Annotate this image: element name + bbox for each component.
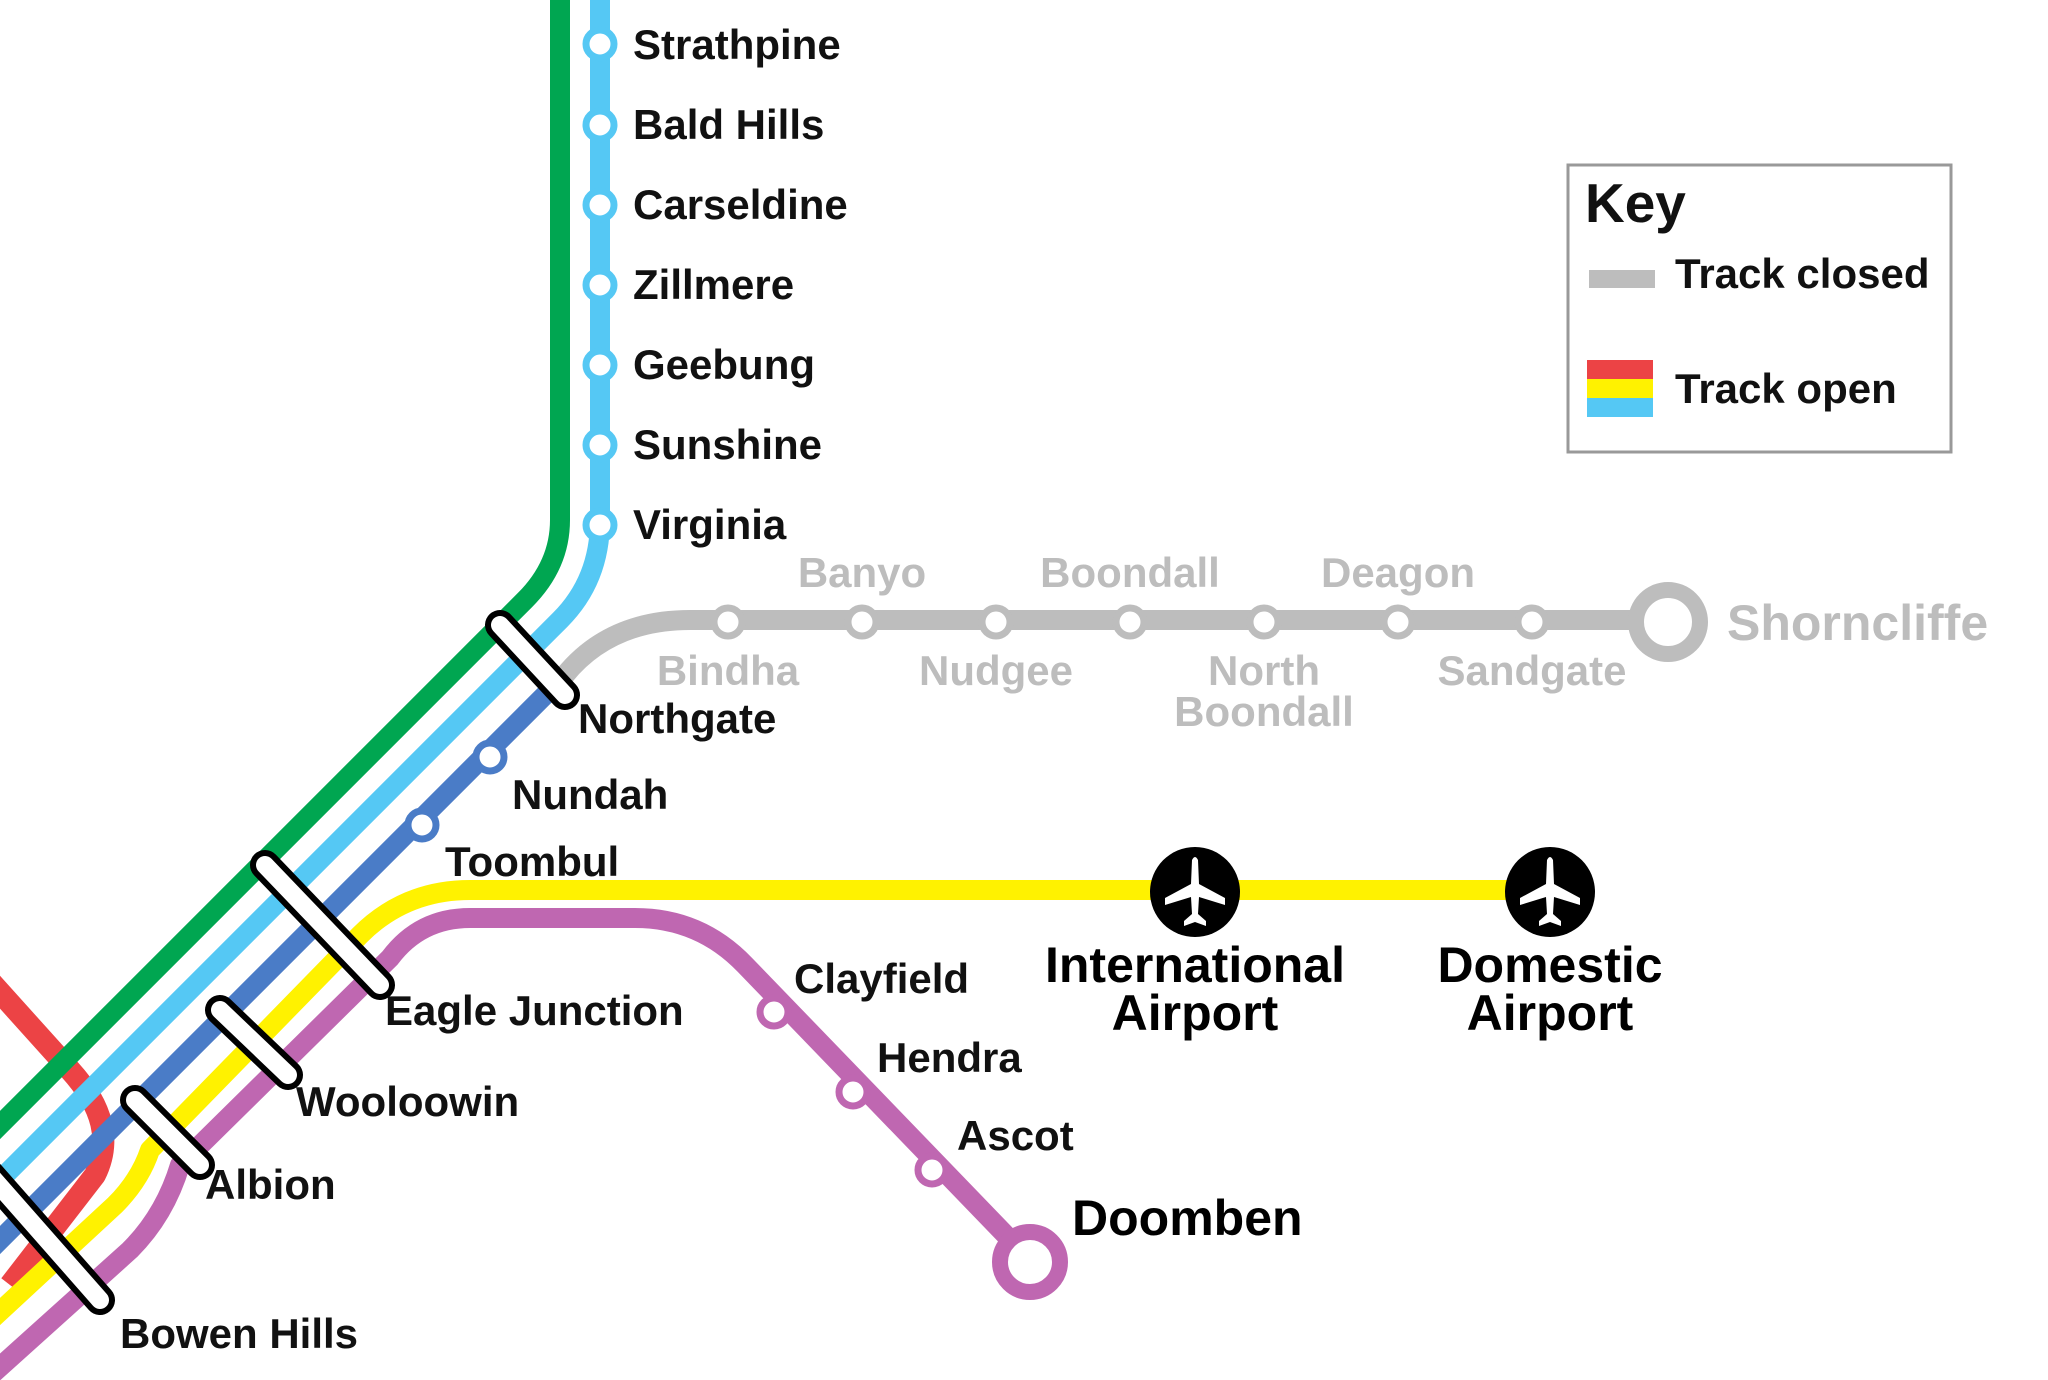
stop-doomben-terminus [992, 1224, 1068, 1300]
stop-virginia [582, 507, 618, 543]
label-sandgate: Sandgate [1437, 647, 1626, 694]
label-deagon: Deagon [1321, 549, 1475, 596]
line-yellow [0, 880, 1545, 1326]
label-banyo: Banyo [798, 549, 926, 596]
interchange-wooloowin-fill [211, 1001, 297, 1084]
label-nundah: Nundah [512, 771, 668, 818]
label-north-boondall-line1: North [1208, 647, 1320, 694]
line-red [0, 975, 115, 1292]
stop-banyo [844, 604, 880, 640]
label-hendra: Hendra [877, 1034, 1022, 1081]
interchange-bowen-hills-fill [0, 1172, 109, 1309]
key-label-open: Track open [1675, 365, 1897, 412]
stop-sandgate [1514, 604, 1550, 640]
interchange-albion-fill [126, 1091, 209, 1174]
label-international-airport-line2: Airport [1112, 985, 1279, 1041]
interchange-bars [0, 610, 580, 1315]
label-ascot: Ascot [957, 1112, 1074, 1159]
airplane-icon [1505, 847, 1595, 937]
label-geebung: Geebung [633, 341, 815, 388]
interchange-eagle-junction-fill [256, 856, 389, 994]
stop-shorncliffe-terminus [1628, 582, 1708, 662]
stop-zillmere [582, 267, 618, 303]
label-domestic-airport-line2: Airport [1467, 985, 1634, 1041]
stop-hendra [835, 1074, 871, 1110]
label-eagle-junction: Eagle Junction [385, 987, 684, 1034]
map-key: Key Track closed Track open [1566, 163, 1953, 454]
label-northgate: Northgate [578, 695, 776, 742]
line-purple [0, 908, 1033, 1380]
stop-ascot [914, 1152, 950, 1188]
interchange-northgate-fill [491, 616, 574, 704]
label-north-boondall-line2: Boondall [1174, 688, 1354, 735]
label-albion: Albion [205, 1161, 336, 1208]
stop-nudgee [978, 604, 1014, 640]
key-swatch-open-red [1587, 360, 1653, 379]
label-bowen-hills: Bowen Hills [120, 1310, 358, 1357]
key-label-closed: Track closed [1675, 250, 1929, 297]
label-zillmere: Zillmere [633, 261, 794, 308]
key-swatch-open-blue [1587, 398, 1653, 417]
key-swatch-closed [1589, 270, 1655, 288]
stop-deagon [1380, 604, 1416, 640]
label-virginia: Virginia [633, 501, 787, 548]
line-dark-blue [0, 667, 573, 1255]
label-wooloowin: Wooloowin [296, 1078, 519, 1125]
stop-nundah [472, 739, 508, 775]
label-sunshine: Sunshine [633, 421, 822, 468]
label-bindha: Bindha [657, 647, 800, 694]
airplane-icon [1150, 847, 1240, 937]
label-carseldine: Carseldine [633, 181, 848, 228]
station-markers [404, 26, 1708, 1300]
key-swatch-open-yellow [1587, 379, 1653, 398]
label-shorncliffe: Shorncliffe [1727, 595, 1988, 651]
stop-north-boondall [1246, 604, 1282, 640]
line-green [0, 0, 570, 1140]
station-labels: Strathpine Bald Hills Carseldine Zillmer… [120, 21, 1988, 1357]
stop-geebung [582, 347, 618, 383]
stop-toombul [404, 807, 440, 843]
stop-boondall [1112, 604, 1148, 640]
stop-sunshine [582, 427, 618, 463]
label-clayfield: Clayfield [794, 955, 969, 1002]
label-international-airport-line1: International [1045, 937, 1345, 993]
label-strathpine: Strathpine [633, 21, 841, 68]
line-grey-closed [557, 610, 1665, 682]
label-boondall: Boondall [1040, 549, 1220, 596]
label-nudgee: Nudgee [919, 647, 1073, 694]
label-domestic-airport-line1: Domestic [1437, 937, 1662, 993]
label-toombul: Toombul [445, 838, 619, 885]
stop-carseldine [582, 187, 618, 223]
stop-clayfield [756, 994, 792, 1030]
stop-strathpine [582, 26, 618, 62]
stop-bald-hills [582, 107, 618, 143]
key-title: Key [1585, 172, 1686, 234]
label-bald-hills: Bald Hills [633, 101, 824, 148]
stop-bindha [710, 604, 746, 640]
label-doomben: Doomben [1072, 1190, 1303, 1246]
